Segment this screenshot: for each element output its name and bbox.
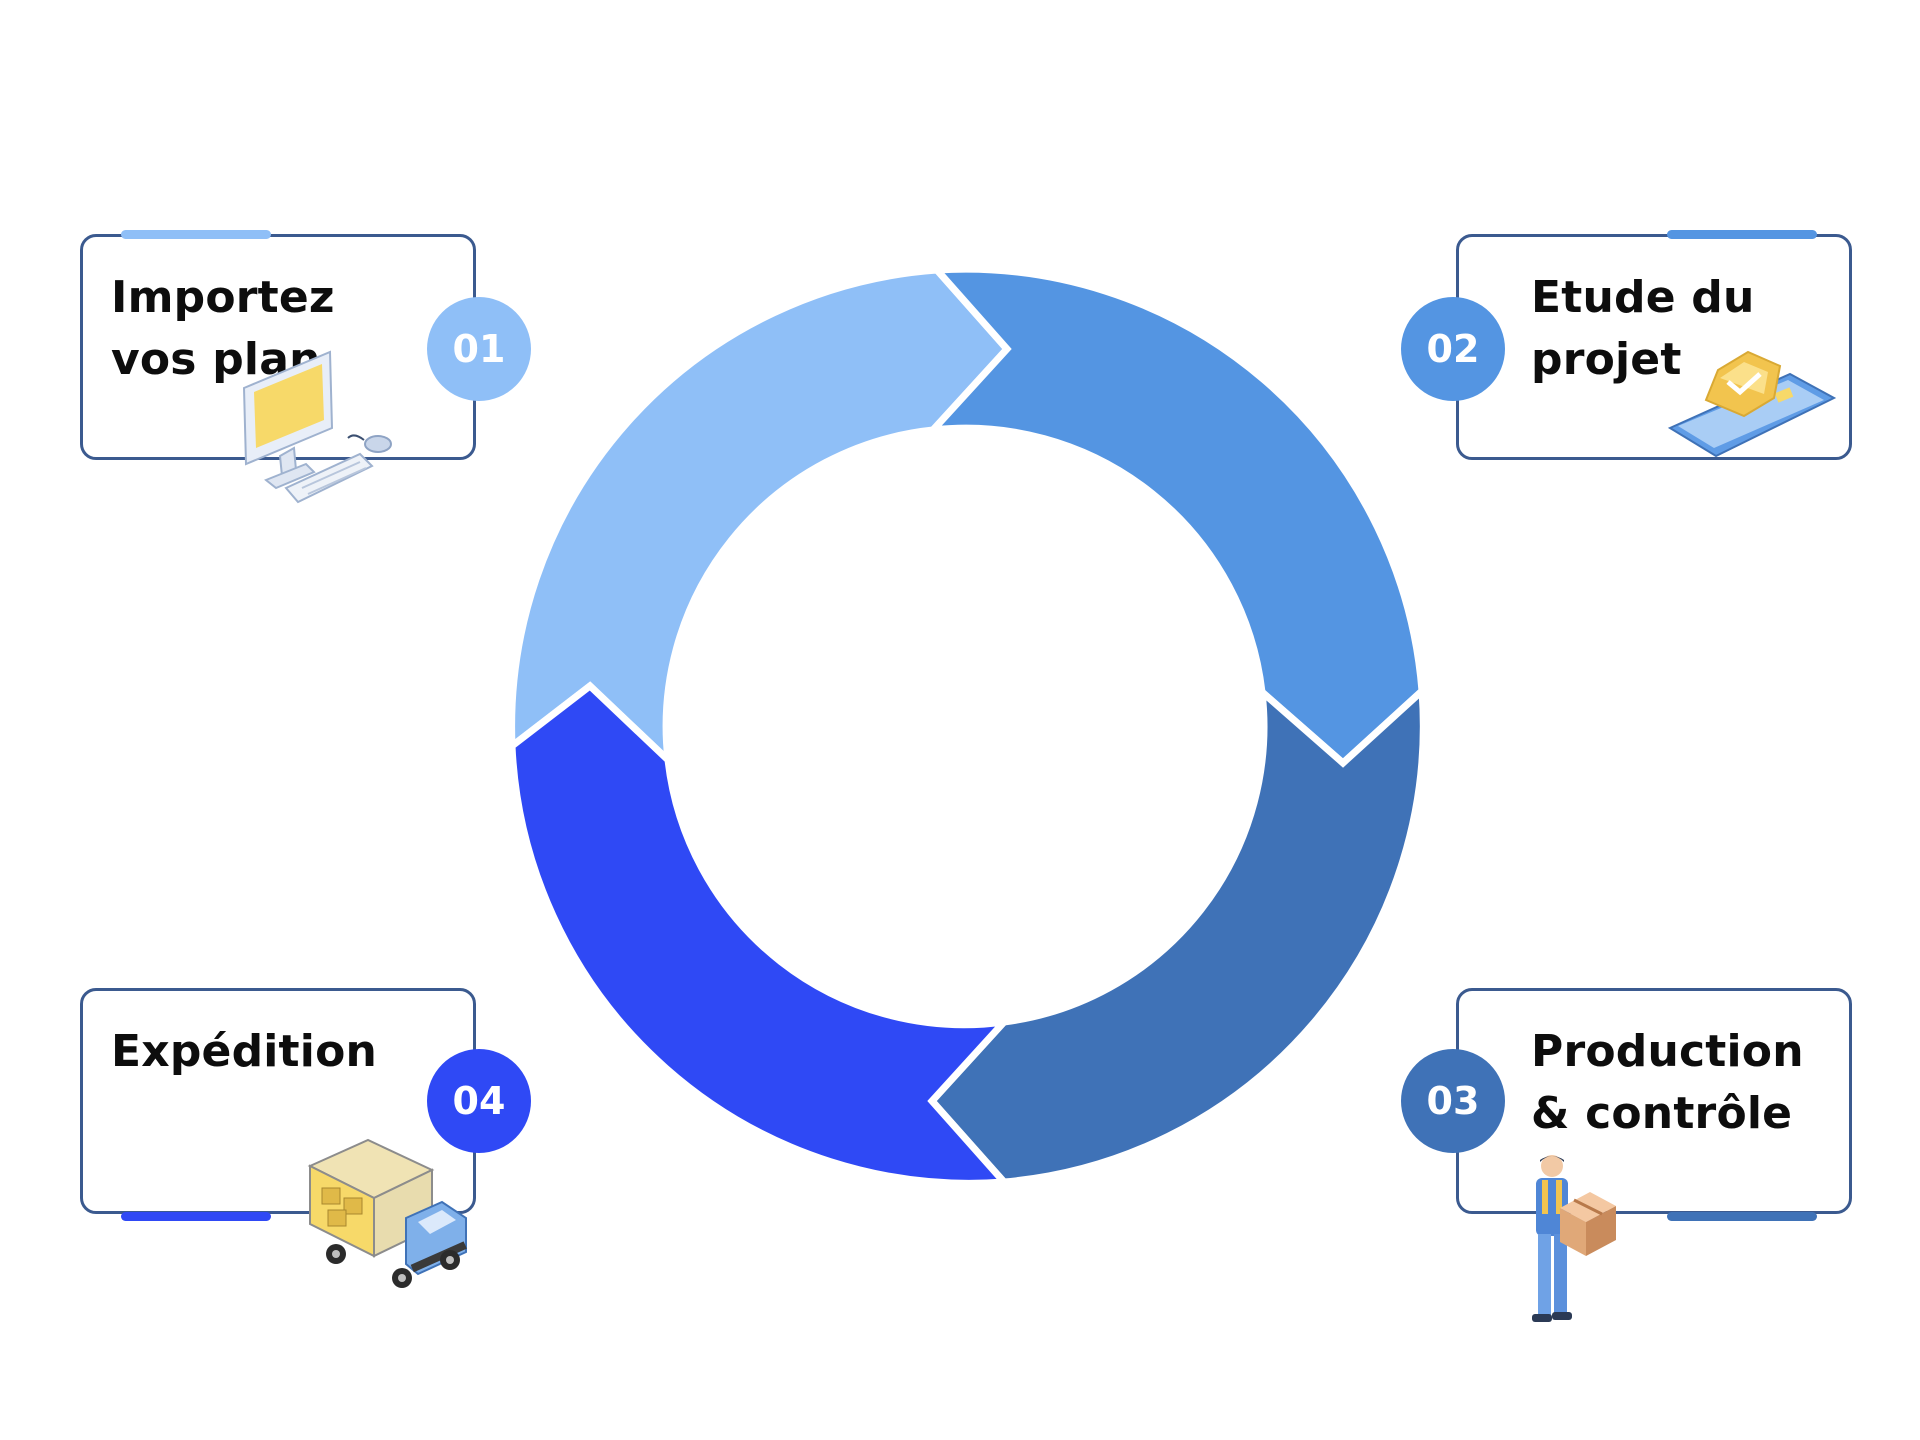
step-number-badge: 03 xyxy=(1401,1049,1505,1153)
cycle-segment-step-4 xyxy=(508,681,1014,1187)
step-number-badge: 01 xyxy=(427,297,531,401)
step-title: Production & contrôle xyxy=(1531,1026,1804,1139)
step-card-02: Etude du projet xyxy=(1456,230,1852,460)
card-accent-bar xyxy=(121,230,271,239)
step-card-03: Production & contrôle xyxy=(1456,988,1852,1221)
card-accent-bar xyxy=(1667,230,1817,239)
delivery-truck-icon xyxy=(307,1138,467,1288)
card-accent-bar xyxy=(121,1212,271,1221)
step-title: Expédition xyxy=(111,1026,378,1077)
step-number-badge: 02 xyxy=(1401,297,1505,401)
step-number-badge: 04 xyxy=(427,1049,531,1153)
step-title: Importez vos plan xyxy=(111,272,335,385)
card-accent-bar xyxy=(1667,1212,1817,1221)
cycle-segment-step-1 xyxy=(508,266,1012,770)
cycle-segment-step-2 xyxy=(924,265,1426,768)
cycle-center xyxy=(676,434,1260,1018)
computer-icon xyxy=(242,350,392,504)
cycle-segment-step-3 xyxy=(927,683,1427,1186)
step-card-01: Importez vos plan xyxy=(80,230,476,460)
step-card-04: Expédition xyxy=(80,988,476,1221)
step-title: Etude du projet xyxy=(1531,272,1755,385)
shield-phone-icon xyxy=(1667,350,1837,458)
worker-box-icon xyxy=(1532,1155,1616,1322)
